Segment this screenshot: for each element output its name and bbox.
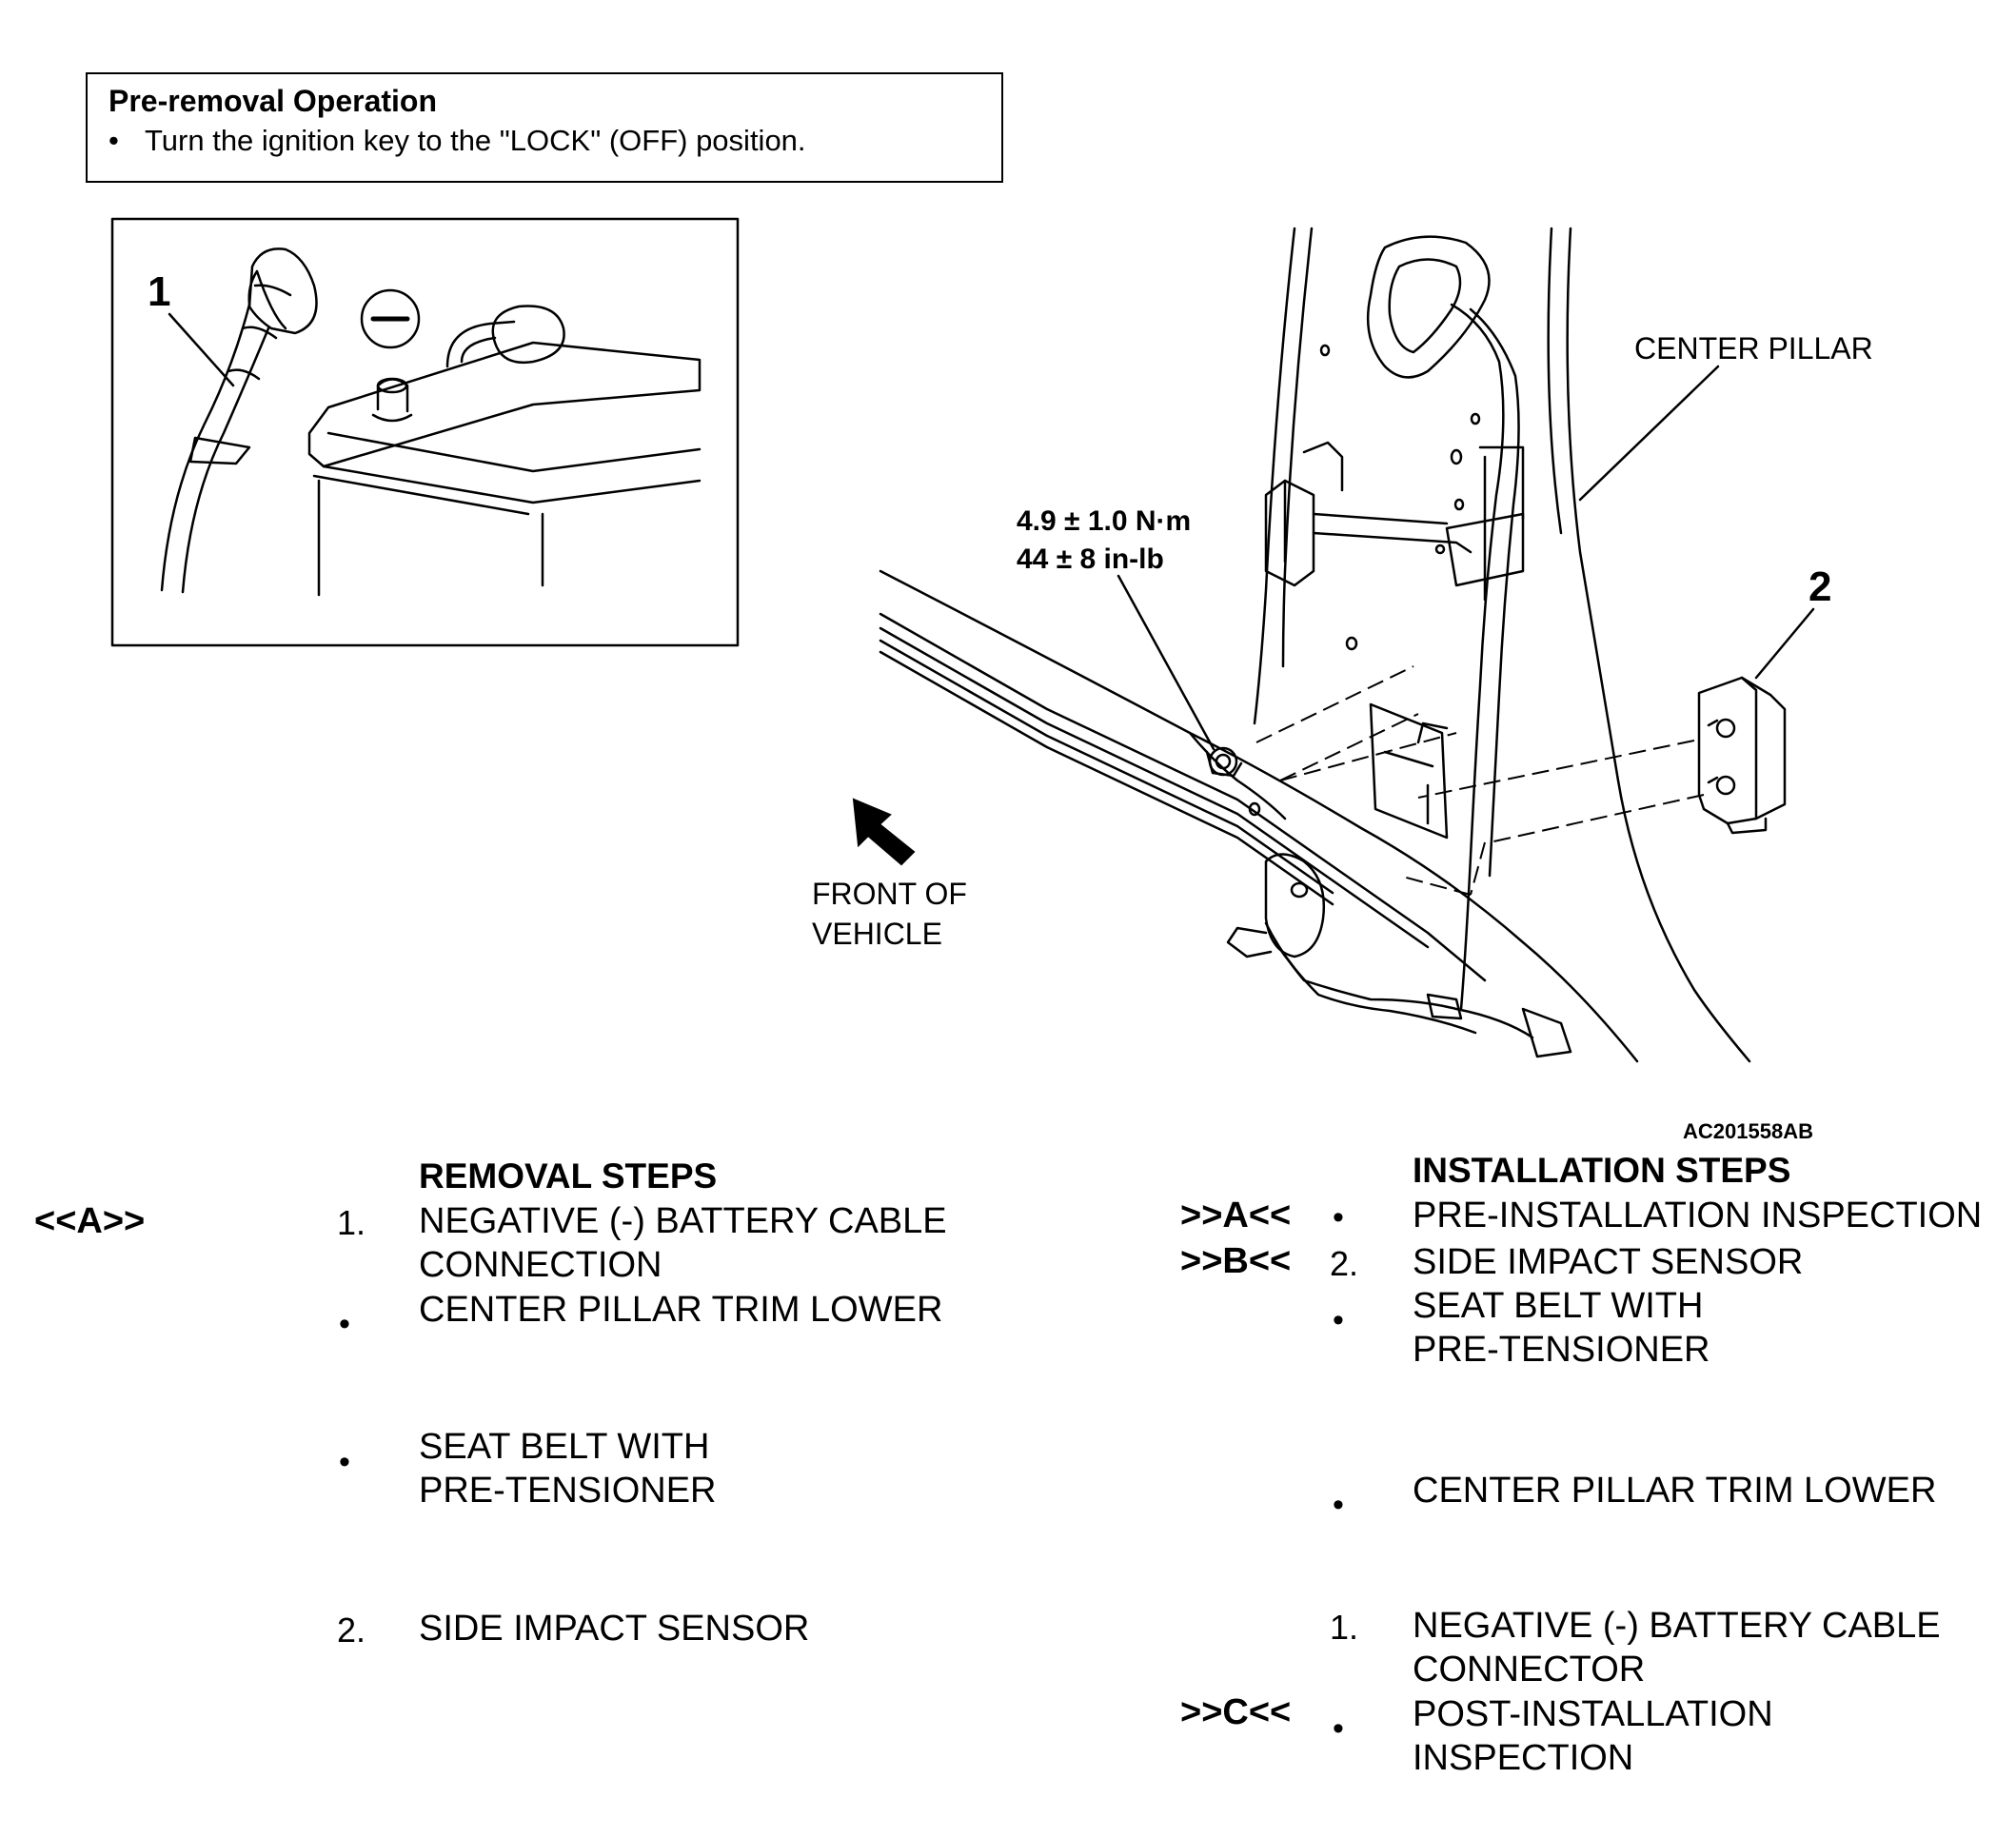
installation-step-6-text: POST-INSTALLATION INSPECTION: [1413, 1692, 1773, 1780]
removal-step-3-text: SEAT BELT WITH PRE-TENSIONER: [419, 1425, 716, 1512]
side-impact-sensor-illustration: [1697, 607, 1815, 835]
installation-step-1-line1: PRE-INSTALLATION INSPECTION: [1413, 1196, 1983, 1235]
installation-step-1-text: PRE-INSTALLATION INSPECTION: [1413, 1194, 1982, 1237]
installation-step-5-line2: CONNECTOR: [1413, 1650, 1646, 1690]
installation-step-4-bullet: •: [1333, 1487, 1344, 1523]
installation-step-6-bullet: •: [1333, 1710, 1344, 1747]
removal-step-3-line2: PRE-TENSIONER: [419, 1471, 717, 1511]
installation-step-4-line1: CENTER PILLAR TRIM LOWER: [1413, 1471, 1937, 1511]
removal-heading: REMOVAL STEPS: [419, 1156, 718, 1196]
installation-step-2-number: 2.: [1330, 1244, 1359, 1283]
pre-removal-item-text: Turn the ignition key to the "LOCK" (OFF…: [145, 124, 806, 157]
figure-id: AC201558AB: [1683, 1119, 1813, 1143]
installation-step-5-number: 1.: [1330, 1608, 1359, 1647]
removal-step-2-line1: CENTER PILLAR TRIM LOWER: [419, 1290, 943, 1330]
installation-step-2-marker: >>B<<: [1180, 1241, 1292, 1281]
installation-step-3-line1: SEAT BELT WITH: [1413, 1286, 1704, 1326]
torque-spec: 4.9 ± 1.0 N·m 44 ± 8 in-lb: [1017, 503, 1191, 579]
removal-step-1-line2: CONNECTION: [419, 1245, 662, 1285]
front-of-vehicle-line1: FRONT OF: [812, 877, 967, 911]
installation-step-6-line1: POST-INSTALLATION: [1413, 1694, 1773, 1734]
removal-step-4-line1: SIDE IMPACT SENSOR: [419, 1609, 810, 1649]
installation-heading: INSTALLATION STEPS: [1413, 1151, 1791, 1190]
removal-step-1-line1: NEGATIVE (-) BATTERY CABLE: [419, 1201, 947, 1241]
installation-step-4-text: CENTER PILLAR TRIM LOWER: [1413, 1469, 1936, 1512]
installation-step-5-text: NEGATIVE (-) BATTERY CABLE CONNECTOR: [1413, 1604, 1941, 1691]
bullet: •: [109, 124, 119, 157]
center-pillar-label: CENTER PILLAR: [1634, 331, 1873, 366]
removal-step-2-text: CENTER PILLAR TRIM LOWER: [419, 1288, 942, 1332]
alignment-lines: [1255, 665, 1705, 896]
installation-step-6-marker: >>C<<: [1180, 1692, 1292, 1732]
center-pillar-illustration: [879, 227, 1751, 1063]
pre-removal-title: Pre-removal Operation: [109, 84, 437, 118]
removal-step-3-line1: SEAT BELT WITH: [419, 1427, 710, 1467]
battery-illustration: [307, 288, 702, 597]
front-of-vehicle-label: FRONT OF VEHICLE: [812, 874, 967, 954]
negative-cable-illustration: [160, 247, 318, 594]
front-of-vehicle-line2: VEHICLE: [812, 917, 942, 951]
torque-nm: 4.9 ± 1.0 N·m: [1017, 505, 1192, 537]
removal-step-4-number: 2.: [337, 1611, 366, 1650]
installation-step-5-line1: NEGATIVE (-) BATTERY CABLE: [1413, 1606, 1941, 1646]
removal-step-4-text: SIDE IMPACT SENSOR: [419, 1607, 809, 1650]
removal-step-1-number: 1.: [337, 1203, 366, 1242]
torque-inlb: 44 ± 8 in-lb: [1017, 543, 1164, 575]
removal-step-1-marker: <<A>>: [34, 1201, 146, 1241]
installation-step-1-marker: >>A<<: [1180, 1196, 1292, 1235]
callout-2: 2: [1808, 563, 1832, 610]
front-direction-arrow-icon: [852, 798, 916, 866]
callout-1: 1: [148, 268, 171, 315]
installation-step-2-text: SIDE IMPACT SENSOR: [1413, 1240, 1803, 1284]
installation-step-3-line2: PRE-TENSIONER: [1413, 1330, 1710, 1370]
installation-step-6-line2: INSPECTION: [1413, 1738, 1634, 1778]
installation-step-3-bullet: •: [1333, 1302, 1344, 1338]
removal-step-2-bullet: •: [339, 1306, 350, 1342]
pre-removal-box: Pre-removal Operation • Turn the ignition…: [86, 72, 1003, 183]
installation-step-2-line1: SIDE IMPACT SENSOR: [1413, 1242, 1804, 1282]
battery-inset-frame: [110, 217, 740, 647]
removal-step-3-bullet: •: [339, 1444, 350, 1480]
pre-removal-item: • Turn the ignition key to the "LOCK" (OF…: [109, 124, 806, 158]
installation-step-3-text: SEAT BELT WITH PRE-TENSIONER: [1413, 1284, 1710, 1372]
removal-step-1-text: NEGATIVE (-) BATTERY CABLE CONNECTION: [419, 1199, 947, 1287]
installation-step-1-bullet: •: [1333, 1199, 1344, 1235]
